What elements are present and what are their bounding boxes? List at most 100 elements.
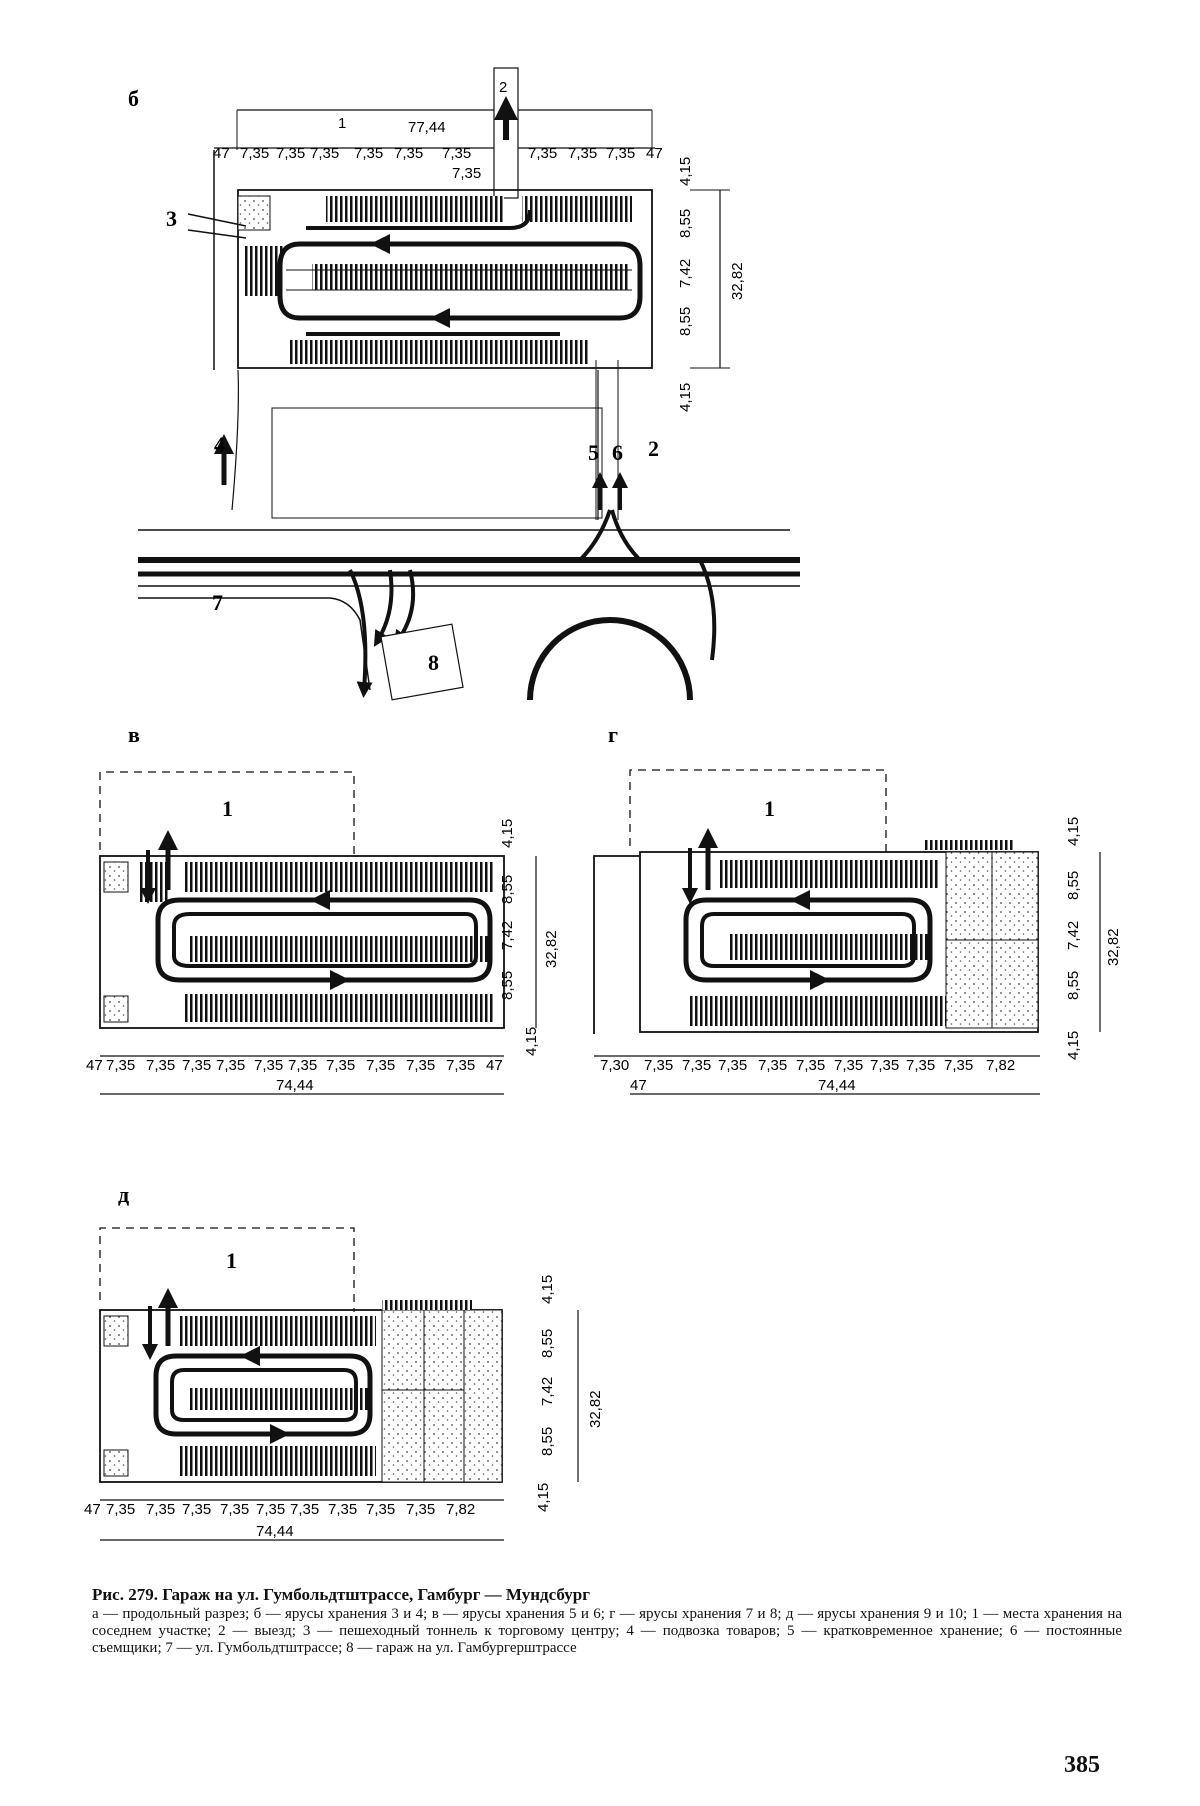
- panel-g-total: 74,44: [818, 1077, 856, 1094]
- exit-callout-top: 2: [499, 79, 507, 96]
- panel-b: б 1 77,44 47 7,35 7,35 7,35 7,35 7,35 7,…: [128, 68, 800, 700]
- goods-delivery-callout: 4: [214, 432, 225, 457]
- svg-text:8,55: 8,55: [677, 307, 694, 336]
- panel-v-side-dims: 4,15 8,55 7,42 8,55 4,15 32,82: [499, 819, 560, 1056]
- svg-text:7,42: 7,42: [677, 259, 694, 288]
- panel-b-letter: б: [128, 86, 139, 111]
- top-total-dim: 77,44: [408, 119, 446, 136]
- svg-text:7,35: 7,35: [366, 1057, 395, 1074]
- figure-caption: Рис. 279. Гараж на ул. Гумбольдтштрассе,…: [92, 1586, 1122, 1657]
- svg-text:8,55: 8,55: [499, 875, 516, 904]
- svg-text:7,35: 7,35: [834, 1057, 863, 1074]
- svg-text:7,35: 7,35: [106, 1501, 135, 1518]
- svg-text:7,35: 7,35: [906, 1057, 935, 1074]
- svg-text:32,82: 32,82: [587, 1390, 604, 1428]
- svg-text:47: 47: [486, 1057, 503, 1074]
- svg-text:4,15: 4,15: [677, 383, 694, 412]
- svg-text:8,55: 8,55: [677, 209, 694, 238]
- street-callout: 7: [212, 590, 223, 615]
- panel-g-zone: 1: [764, 796, 775, 821]
- svg-text:7,35: 7,35: [568, 145, 597, 162]
- svg-text:7,35: 7,35: [796, 1057, 825, 1074]
- svg-text:32,82: 32,82: [543, 930, 560, 968]
- svg-text:8,55: 8,55: [1065, 971, 1082, 1000]
- panel-d-total: 74,44: [256, 1523, 294, 1540]
- svg-text:7,35: 7,35: [870, 1057, 899, 1074]
- svg-text:7,35: 7,35: [326, 1057, 355, 1074]
- svg-text:7,35: 7,35: [254, 1057, 283, 1074]
- svg-text:7,35: 7,35: [366, 1501, 395, 1518]
- panel-v: в 1 47 7,35 7,35 7,35 7,35 7,35 7,35 7,3…: [86, 722, 560, 1094]
- svg-text:7,35: 7,35: [606, 145, 635, 162]
- svg-text:7,35: 7,35: [182, 1057, 211, 1074]
- svg-text:47: 47: [213, 145, 230, 162]
- svg-text:7,35: 7,35: [290, 1501, 319, 1518]
- svg-text:7,35: 7,35: [644, 1057, 673, 1074]
- svg-text:7,35: 7,35: [220, 1501, 249, 1518]
- svg-text:7,35: 7,35: [328, 1501, 357, 1518]
- panel-d-zone: 1: [226, 1248, 237, 1273]
- panel-v-bottom-dims: 47 7,35 7,35 7,35 7,35 7,35 7,35 7,35 7,…: [86, 1057, 503, 1074]
- svg-text:7,35: 7,35: [216, 1057, 245, 1074]
- svg-text:8,55: 8,55: [539, 1427, 556, 1456]
- caption-body: а — продольный разрез; б — ярусы хранени…: [92, 1606, 1122, 1657]
- zone-1-callout: 1: [338, 115, 346, 132]
- svg-text:4,15: 4,15: [499, 819, 516, 848]
- svg-text:7,35: 7,35: [256, 1501, 285, 1518]
- svg-text:7,35: 7,35: [146, 1057, 175, 1074]
- svg-text:47: 47: [646, 145, 663, 162]
- page-number: 385: [1064, 1752, 1100, 1779]
- svg-text:7,35: 7,35: [394, 145, 423, 162]
- panel-d: д 1 47 7,35 7,35 7,35 7,35 7,35 7,35 7,3…: [84, 1182, 604, 1540]
- svg-text:7,35: 7,35: [146, 1501, 175, 1518]
- caption-title: Рис. 279. Гараж на ул. Гумбольдтштрассе,…: [92, 1586, 1122, 1603]
- side-dims-b: 4,15 8,55 7,42 8,55 4,15 32,82: [677, 157, 746, 412]
- panel-g-letter: г: [608, 722, 618, 747]
- svg-text:7,42: 7,42: [1065, 921, 1082, 950]
- svg-text:47: 47: [630, 1077, 647, 1094]
- svg-text:32,82: 32,82: [729, 262, 746, 300]
- panel-d-letter: д: [118, 1182, 129, 1207]
- svg-text:7,35: 7,35: [182, 1501, 211, 1518]
- top-dim-row: 47 7,35 7,35 7,35 7,35 7,35 7,35 7,35 7,…: [213, 145, 663, 182]
- svg-text:7,35: 7,35: [106, 1057, 135, 1074]
- svg-text:8,55: 8,55: [539, 1329, 556, 1358]
- short-term-callout: 5: [588, 440, 599, 465]
- panel-g-side-dims: 4,15 8,55 7,42 8,55 4,15 32,82: [1065, 817, 1122, 1060]
- panel-v-letter: в: [128, 722, 140, 747]
- svg-text:4,15: 4,15: [535, 1483, 552, 1512]
- svg-text:7,35: 7,35: [310, 145, 339, 162]
- svg-text:47: 47: [86, 1057, 103, 1074]
- svg-text:7,35: 7,35: [682, 1057, 711, 1074]
- svg-text:7,35: 7,35: [240, 145, 269, 162]
- panel-v-total: 74,44: [276, 1077, 314, 1094]
- svg-text:7,35: 7,35: [288, 1057, 317, 1074]
- garage-8-callout: 8: [428, 650, 439, 675]
- svg-text:7,35: 7,35: [528, 145, 557, 162]
- svg-text:4,15: 4,15: [523, 1027, 540, 1056]
- panel-g: г 1 7,30 7,35 7,35 7,35 7,35 7,35 7,35 7…: [594, 722, 1122, 1094]
- panel-v-zone: 1: [222, 796, 233, 821]
- tunnel-callout: 3: [166, 206, 177, 231]
- svg-text:7,35: 7,35: [446, 1057, 475, 1074]
- permanent-callout: 6: [612, 440, 623, 465]
- svg-text:7,35: 7,35: [452, 165, 481, 182]
- svg-text:4,15: 4,15: [1065, 817, 1082, 846]
- svg-text:7,35: 7,35: [758, 1057, 787, 1074]
- svg-text:8,55: 8,55: [1065, 871, 1082, 900]
- svg-text:7,35: 7,35: [406, 1057, 435, 1074]
- svg-text:7,35: 7,35: [944, 1057, 973, 1074]
- svg-text:7,35: 7,35: [354, 145, 383, 162]
- svg-text:7,42: 7,42: [539, 1377, 556, 1406]
- svg-text:7,35: 7,35: [406, 1501, 435, 1518]
- svg-text:4,15: 4,15: [539, 1275, 556, 1304]
- svg-text:7,30: 7,30: [600, 1057, 629, 1074]
- svg-text:7,35: 7,35: [442, 145, 471, 162]
- svg-text:4,15: 4,15: [677, 157, 694, 186]
- svg-text:32,82: 32,82: [1105, 928, 1122, 966]
- panel-d-side-dims: 4,15 8,55 7,42 8,55 4,15 32,82: [535, 1275, 604, 1512]
- svg-text:4,15: 4,15: [1065, 1031, 1082, 1060]
- svg-text:8,55: 8,55: [499, 971, 516, 1000]
- svg-text:7,35: 7,35: [718, 1057, 747, 1074]
